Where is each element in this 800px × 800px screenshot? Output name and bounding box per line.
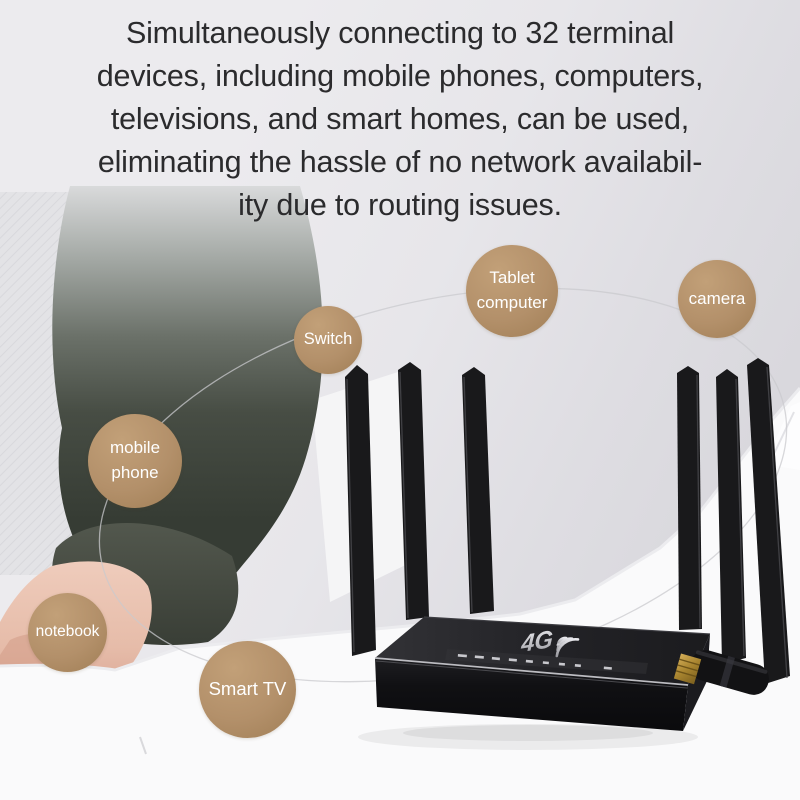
device-label-text: Switch: [303, 330, 353, 349]
router-body: 4G: [374, 616, 711, 731]
router-front-face: [375, 658, 688, 731]
logo-4g-text: 4G: [520, 626, 554, 658]
led-strip: [445, 649, 648, 674]
device-label-text: computer: [476, 293, 548, 312]
device-label-text: mobile: [109, 438, 161, 458]
brass-sma-connector: [673, 653, 702, 685]
antenna-5: [716, 369, 746, 664]
antenna-6: [747, 358, 790, 684]
sweater-sleeve: [52, 186, 323, 584]
table-edge-highlight: [0, 387, 800, 672]
router-back-edge: [423, 616, 711, 635]
router-front-edge-highlight: [374, 657, 689, 686]
router-shadow-core: [403, 725, 653, 741]
device-label-mobile-phone: mobile phone: [88, 414, 182, 508]
router-logo: 4G: [520, 626, 580, 658]
antenna-highlights: [346, 366, 788, 679]
antenna-2: [398, 362, 429, 620]
wifi-waves-icon: [555, 636, 580, 658]
antenna-elbow-connector: [690, 650, 769, 695]
device-label-text: Tablet: [489, 268, 535, 288]
device-label-text: phone: [111, 463, 159, 482]
page-title: Simultaneously connecting to 32 terminal…: [0, 12, 800, 227]
antennas: [345, 358, 790, 684]
device-label-smart-tv: Smart TV: [199, 641, 296, 738]
router-shadow: [358, 724, 698, 750]
heading-line-3: televisions, and smart homes, can be use…: [110, 102, 690, 136]
device-label-text: Smart TV: [208, 678, 287, 700]
heading-line-4: eliminating the hassle of no network ava…: [97, 145, 703, 179]
device-label-camera: camera: [678, 260, 756, 338]
device-label-tablet-computer: Tablet computer: [466, 245, 558, 337]
router-front-edge-shade: [375, 660, 688, 689]
heading-line-5: ity due to routing issues.: [238, 188, 562, 222]
device-label-text: notebook: [35, 623, 100, 641]
antenna-3: [462, 367, 494, 614]
router: 4G: [345, 358, 790, 750]
antenna-4: [677, 366, 702, 630]
device-label-switch: Switch: [294, 306, 362, 374]
table-seam: [139, 736, 147, 755]
heading-line-2: devices, including mobile phones, comput…: [96, 59, 704, 93]
device-label-notebook: notebook: [28, 593, 107, 672]
device-label-text: camera: [688, 288, 746, 308]
heading-line-1: Simultaneously connecting to 32 terminal: [125, 16, 675, 50]
